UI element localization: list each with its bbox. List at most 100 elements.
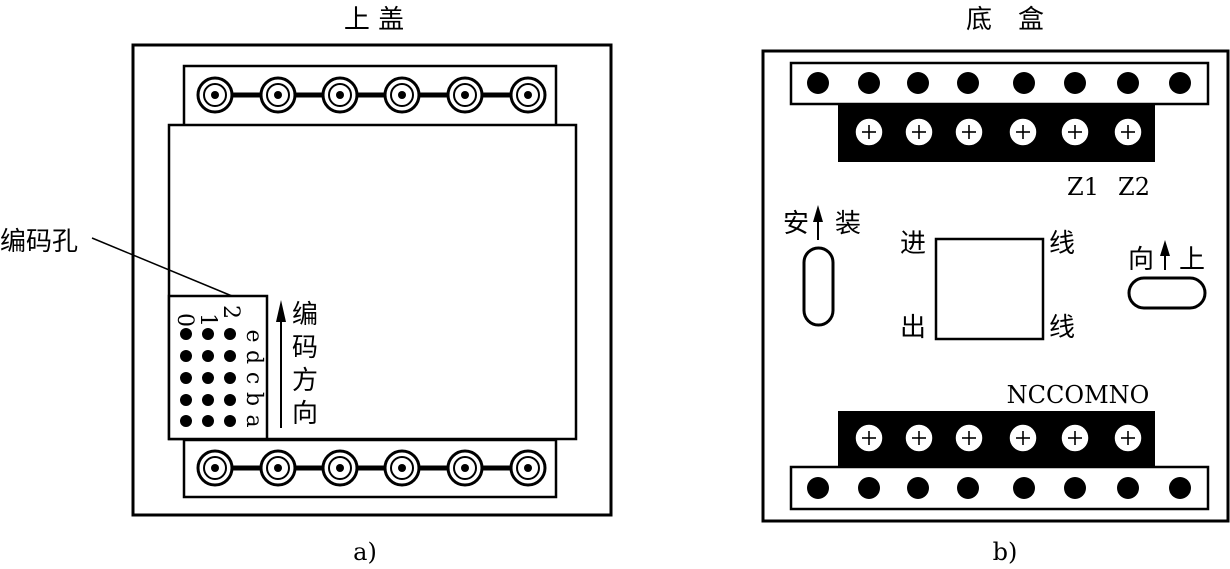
coding-hole-icon [180,350,192,362]
terminal-label-z2: Z2 [1118,173,1150,201]
mounting-hole-icon [1117,477,1139,499]
wire-entry-square [934,237,1045,341]
direction-char-2: 码 [292,333,318,363]
plus-terminal-icon [1060,423,1090,453]
row-number-2: 2 [218,305,243,319]
up-char-left: 向 [1128,245,1154,275]
terminal-label-nc-com-no: NCCOMNO [1007,381,1150,409]
mounting-hole-icon [957,72,979,94]
top-cover-frame [131,43,613,517]
mounting-hole-icon [858,477,880,499]
column-letter-d: d [241,350,266,364]
base-lower-hole-strip [789,465,1210,511]
mounting-hole-icon [1064,72,1086,94]
wire-in-char-2: 线 [1049,229,1075,259]
mounting-hole-icon [807,477,829,499]
coding-hole-icon [180,328,192,340]
base-box-frame [761,49,1230,523]
plus-terminal-icon [954,117,984,147]
plus-terminal-icon [904,117,934,147]
terminal-screw-icon [383,76,421,114]
up-char-right: 上 [1179,245,1205,275]
direction-char-3: 方 [292,366,318,396]
row-number-0: 0 [172,313,197,327]
terminal-label-z1: Z1 [1067,173,1099,201]
mounting-hole-icon [1064,477,1086,499]
base-lower-holes [807,477,1191,499]
coding-direction-arrow-icon [276,300,286,428]
column-letter-a: a [241,414,266,427]
coding-hole-icon [224,394,236,406]
coding-hole-icon [224,372,236,384]
direction-char-1: 编 [292,300,318,330]
plus-terminal-icon [904,423,934,453]
mounting-hole-icon [807,72,829,94]
coding-hole-icon [202,372,214,384]
plus-terminal-icon [1113,117,1143,147]
plus-terminal-icon [1060,117,1090,147]
wire-out-char-1: 出 [900,313,926,343]
plus-terminal-icon [1113,423,1143,453]
mounting-hole-icon [1169,477,1191,499]
terminal-screw-icon [321,76,359,114]
install-char-left: 安 [783,209,809,239]
terminal-screw-icon [509,76,547,114]
column-letter-e: e [241,329,266,342]
row-number-1: 1 [195,313,220,327]
column-letter-c: c [241,372,266,384]
terminal-screw-icon [383,449,421,487]
right-title: 底 盒 [966,5,1044,35]
coding-hole-icon [202,394,214,406]
terminal-screw-icon [196,449,234,487]
base-lower-terminal-block [838,411,1155,468]
top-cover-terminal-strip-upper [182,64,558,128]
column-letter-b: b [241,392,266,406]
terminal-screw-icon [259,449,297,487]
plus-terminal-icon [1008,117,1038,147]
wire-in-char-1: 进 [900,229,926,259]
plus-terminal-icon [854,423,884,453]
base-upper-terminal-block [838,105,1155,162]
mounting-hole-icon [907,477,929,499]
mounting-hole-icon [858,72,880,94]
coding-hole-icon [180,415,192,427]
direction-char-4: 向 [292,399,318,429]
base-lower-terminal-screws [854,423,1143,453]
left-caption: a) [353,538,377,566]
up-slot-horizontal [1127,276,1207,310]
mounting-hole-icon [1013,72,1035,94]
install-arrow-icon [813,205,823,240]
terminal-screw-icon [509,449,547,487]
base-upper-holes [807,72,1191,94]
plus-terminal-icon [954,423,984,453]
terminal-screw-icon [321,449,359,487]
right-caption: b) [993,538,1018,566]
left-title: 上 盖 [344,5,404,35]
terminal-screw-icon [446,449,484,487]
mounting-hole-icon [1117,72,1139,94]
base-upper-hole-strip [789,61,1210,106]
mounting-hole-icon [907,72,929,94]
coding-hole-icon [202,415,214,427]
coding-hole-icon [180,394,192,406]
install-char-right: 装 [835,209,861,239]
coding-hole-icon [224,350,236,362]
mounting-hole-icon [1169,72,1191,94]
coding-hole-icon [180,372,192,384]
plus-terminal-icon [854,117,884,147]
coding-hole-grid [180,328,236,427]
terminal-screw-icon [446,76,484,114]
coding-hole-callout-label: 编码孔 [0,227,78,257]
plus-terminal-icon [1008,423,1038,453]
coding-hole-icon [202,328,214,340]
top-cover-terminal-strip-lower [182,438,558,499]
terminal-screw-icon [196,76,234,114]
mounting-hole-icon [957,477,979,499]
coding-hole-icon [202,350,214,362]
up-arrow-icon [1160,240,1170,270]
base-upper-terminal-screws [854,117,1143,147]
install-slot-vertical [802,246,835,327]
coding-hole-icon [224,415,236,427]
terminal-screw-icon [259,76,297,114]
